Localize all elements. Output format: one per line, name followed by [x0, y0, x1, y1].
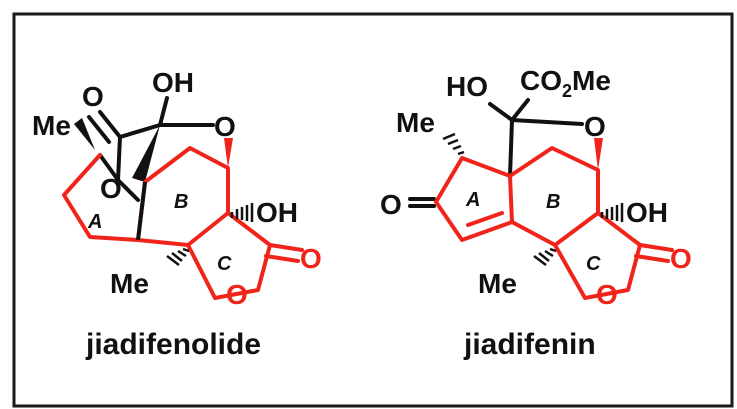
atom-oh-mid: OH [626, 197, 668, 228]
atom-me-top: Me [32, 110, 71, 141]
ring-label-b: B [546, 191, 560, 213]
atom-ho: HO [446, 71, 488, 102]
compound-name-jiadifenolide: jiadifenolide [85, 328, 261, 361]
jiadifenin-red-bonds [434, 146, 674, 300]
atom-co2me: CO2Me [520, 65, 611, 101]
atom-oh-mid: OH [256, 197, 298, 228]
co2me-subscript: 2 [562, 81, 572, 101]
atom-o-ketone: O [380, 189, 402, 220]
atom-me-bottom: Me [110, 268, 149, 299]
atom-me-top: Me [396, 107, 435, 138]
molecule-jiadifenolide: Me O OH O O OH O Me O A B C jiadifenolid… [32, 67, 322, 361]
wedge-bond [224, 138, 233, 168]
co2me-co: CO [520, 65, 562, 96]
hashed-bond [230, 203, 254, 222]
hashed-bond [533, 247, 557, 266]
ring-label-a: A [465, 189, 480, 211]
atom-o-carbonyl: O [82, 81, 104, 112]
co2me-me: Me [572, 65, 611, 96]
figure-frame [12, 12, 734, 408]
ring-label-a: A [87, 211, 102, 233]
atom-me-bottom: Me [478, 268, 517, 299]
atom-o-ring-right: O [584, 111, 606, 142]
atom-oh-top: OH [152, 67, 194, 98]
hashed-bond [166, 247, 190, 266]
atom-o-ring-right: O [214, 111, 236, 142]
jiadifenin-black-bonds [408, 98, 584, 208]
atom-o-lactone-carbonyl: O [300, 243, 322, 274]
atom-o-lactone-carbonyl: O [670, 243, 692, 274]
atom-o-ring-left: O [100, 173, 122, 204]
hashed-bond [442, 132, 465, 156]
atom-o-lactone: O [596, 279, 618, 310]
hashed-bond [600, 203, 624, 222]
wedge-bond [594, 138, 603, 170]
ring-label-c: C [217, 253, 232, 275]
molecule-jiadifenin: HO CO2Me Me O O OH O Me O A B C jiadifen… [380, 65, 692, 361]
compound-name-jiadifenin: jiadifenin [463, 328, 596, 361]
atom-o-lactone: O [226, 279, 248, 310]
wedge-bond [132, 125, 160, 182]
jiadifenolide-black-bonds [87, 96, 215, 202]
ring-label-b: B [174, 191, 188, 213]
wedge-bond [74, 118, 95, 150]
ring-label-c: C [586, 253, 601, 275]
